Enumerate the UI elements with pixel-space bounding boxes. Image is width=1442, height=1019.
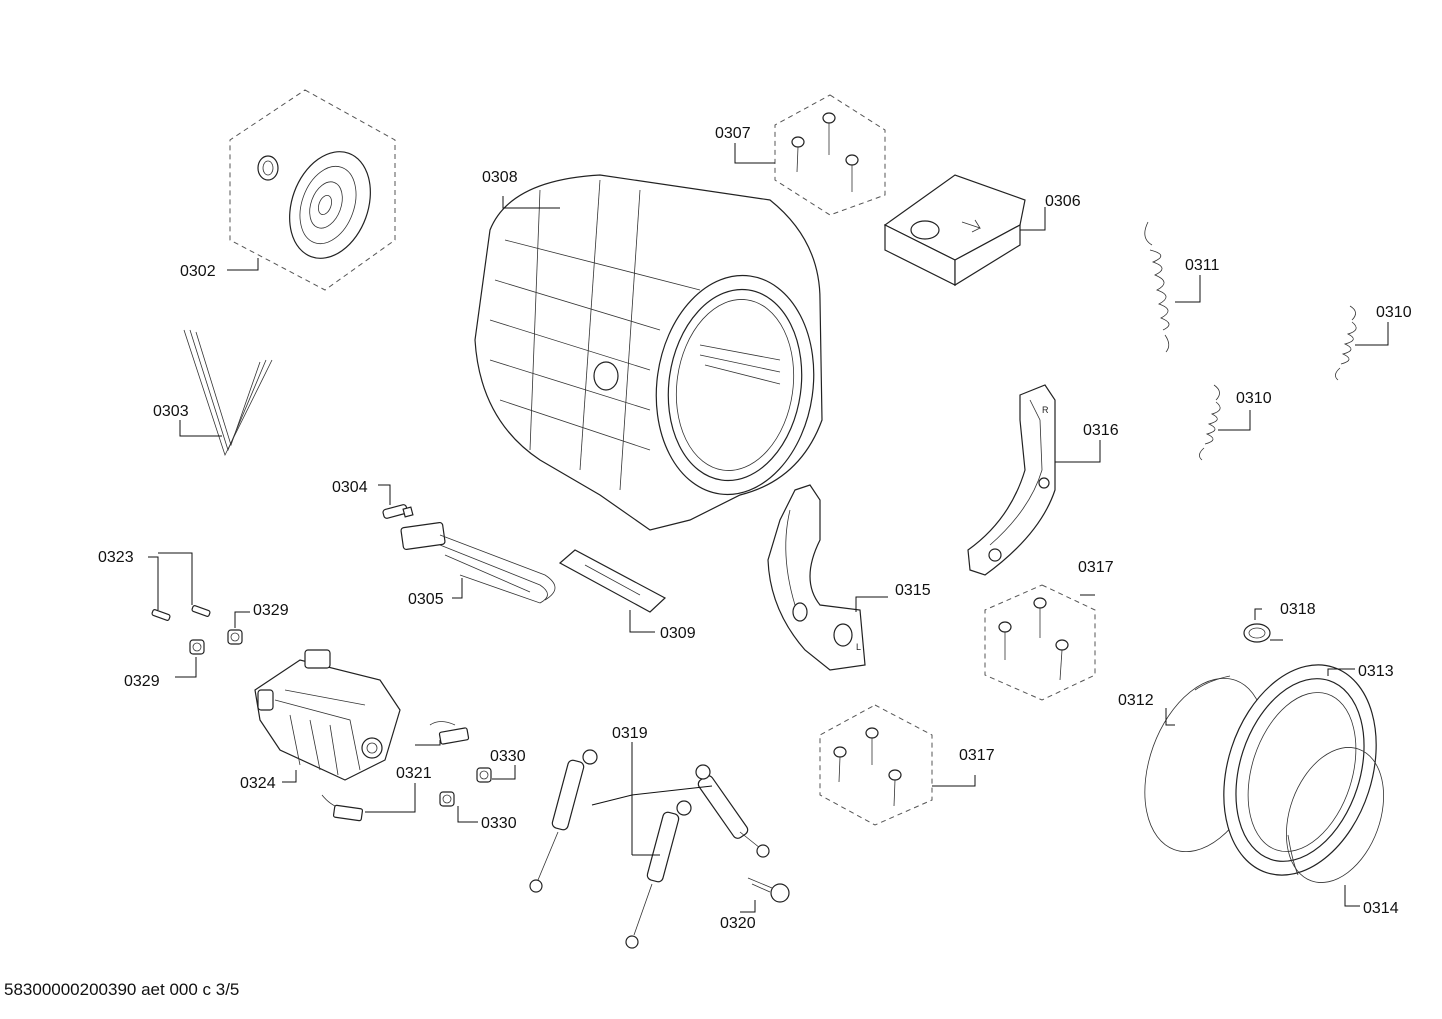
label-0323: 0323	[98, 549, 134, 566]
svg-text:L: L	[856, 642, 861, 652]
label-0302: 0302	[180, 263, 216, 280]
label-0303: 0303	[153, 403, 189, 420]
screw	[888, 769, 902, 807]
screws-0323	[148, 552, 211, 621]
label-0316: 0316	[1083, 422, 1119, 439]
bushing-0329-lower	[175, 639, 205, 678]
spring-0310-upper	[1335, 305, 1389, 381]
label-0306: 0306	[1045, 193, 1081, 210]
door-seal-assembly	[1144, 664, 1384, 907]
grommet-0330-upper	[476, 765, 516, 783]
shock-absorbers-0319	[529, 742, 770, 949]
label-0330-upper: 0330	[490, 748, 526, 765]
label-0304: 0304	[332, 479, 368, 496]
screw-0320	[740, 877, 790, 913]
label-0320: 0320	[720, 915, 756, 932]
svg-text:R: R	[1042, 405, 1049, 415]
bracket-left-0315: L	[767, 484, 888, 671]
label-0329-upper: 0329	[253, 602, 289, 619]
screw-group-0317-lower	[819, 704, 976, 826]
label-0307: 0307	[715, 125, 751, 142]
screw	[845, 154, 859, 192]
clamp-0318	[1243, 608, 1283, 643]
document-id-footer: 58300000200390 aet 000 c 3/5	[4, 980, 240, 999]
label-0317-upper: 0317	[1078, 559, 1114, 576]
sensor-0304	[378, 484, 414, 519]
label-0310-lower: 0310	[1236, 390, 1272, 407]
washer-tub-0308	[474, 174, 823, 531]
label-0312: 0312	[1118, 692, 1154, 709]
label-0313: 0313	[1358, 663, 1394, 680]
screw	[791, 136, 805, 173]
label-0311: 0311	[1185, 257, 1220, 274]
screw-group-0307	[734, 94, 886, 216]
label-0310-upper: 0310	[1376, 304, 1412, 321]
cover-strip-0309	[558, 549, 667, 633]
screw	[1033, 597, 1047, 638]
carbon-brushes-0321	[321, 721, 470, 822]
spring-0311	[1144, 221, 1201, 353]
shock-absorber	[529, 749, 598, 893]
drive-belt-0303	[179, 329, 273, 457]
heating-element-0305	[400, 521, 556, 604]
label-0317-lower: 0317	[959, 747, 995, 764]
label-0318: 0318	[1280, 601, 1316, 618]
shock-absorber	[695, 764, 770, 858]
bracket-right-0316: R	[967, 384, 1101, 576]
screw	[822, 112, 836, 155]
label-0305: 0305	[408, 591, 444, 608]
screw-group-0317-upper	[984, 584, 1096, 701]
bushing-0329-upper	[227, 611, 250, 645]
spring-0310-lower	[1199, 384, 1251, 461]
label-0309: 0309	[660, 625, 696, 642]
screw	[998, 621, 1012, 660]
grommet-0330-lower	[439, 791, 478, 823]
pulley-group-0302	[227, 89, 396, 291]
label-0329-lower: 0329	[124, 673, 160, 690]
motor-0324	[254, 649, 401, 783]
label-0319: 0319	[612, 725, 648, 742]
label-0324: 0324	[240, 775, 276, 792]
cover-block-0306	[883, 174, 1046, 287]
screw	[1055, 639, 1069, 681]
shock-absorber	[625, 800, 692, 949]
screw	[833, 746, 847, 783]
label-0308: 0308	[482, 169, 518, 186]
screw	[865, 727, 879, 765]
label-0321: 0321	[396, 765, 432, 782]
label-0315: 0315	[895, 582, 931, 599]
label-0314: 0314	[1363, 900, 1399, 917]
label-0330-lower: 0330	[481, 815, 517, 832]
